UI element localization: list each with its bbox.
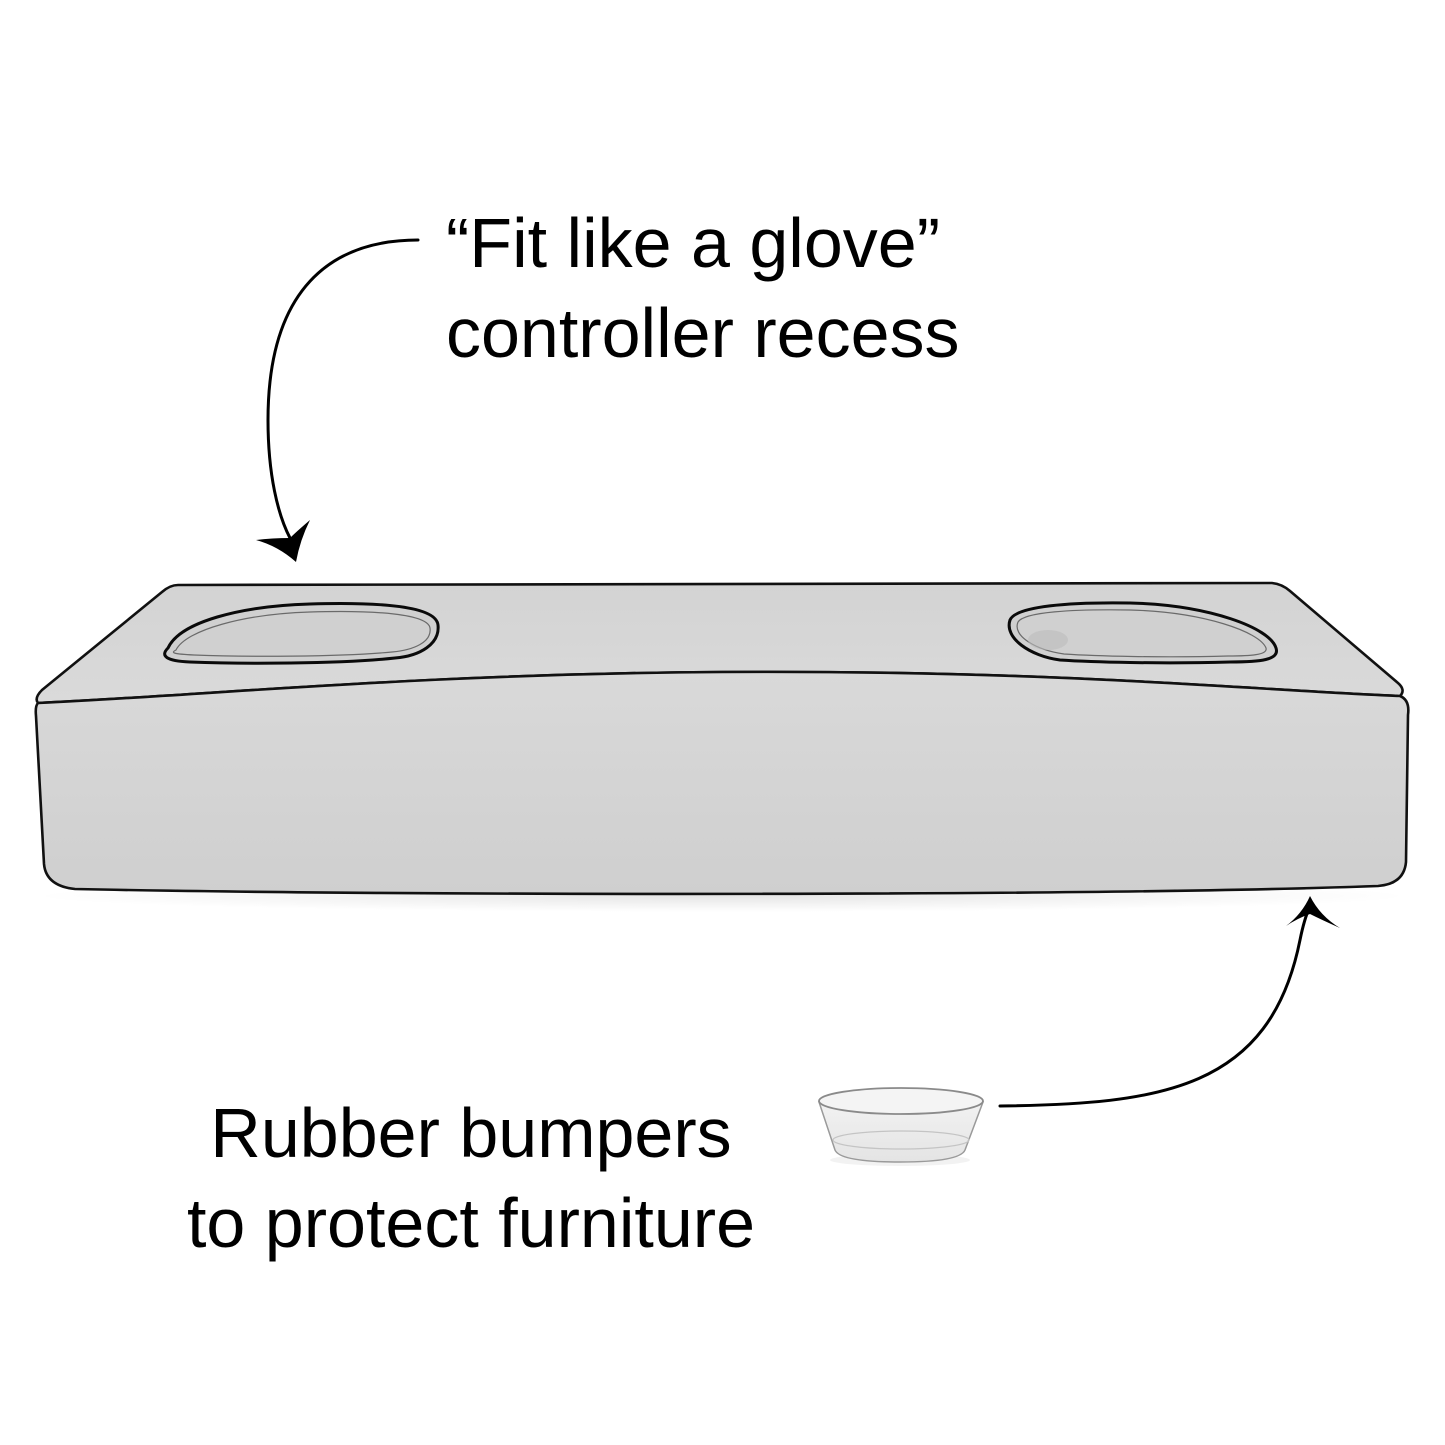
right-controller-recess [1007,601,1278,665]
recess-callout: “Fit like a glove” controller recess [446,198,960,378]
curved-arrow-down-icon [256,238,420,562]
tray-front-side [34,670,1410,896]
bumpers-callout-line2: to protect furniture [186,1184,756,1262]
right-recess-inner [1016,609,1267,658]
controller-tray [34,581,1410,896]
recess-callout-line1: “Fit like a glove” [446,204,941,282]
curved-arrow-up-icon [998,896,1340,1108]
right-recess-shading [1028,630,1068,650]
left-recess-inner [172,610,431,657]
rubber-bumper [817,1087,985,1166]
bumpers-callout-line1: Rubber bumpers [210,1094,732,1172]
bumpers-callout: Rubber bumpers to protect furniture [120,1088,822,1268]
recess-callout-line2: controller recess [446,294,960,372]
left-controller-recess [163,602,440,665]
